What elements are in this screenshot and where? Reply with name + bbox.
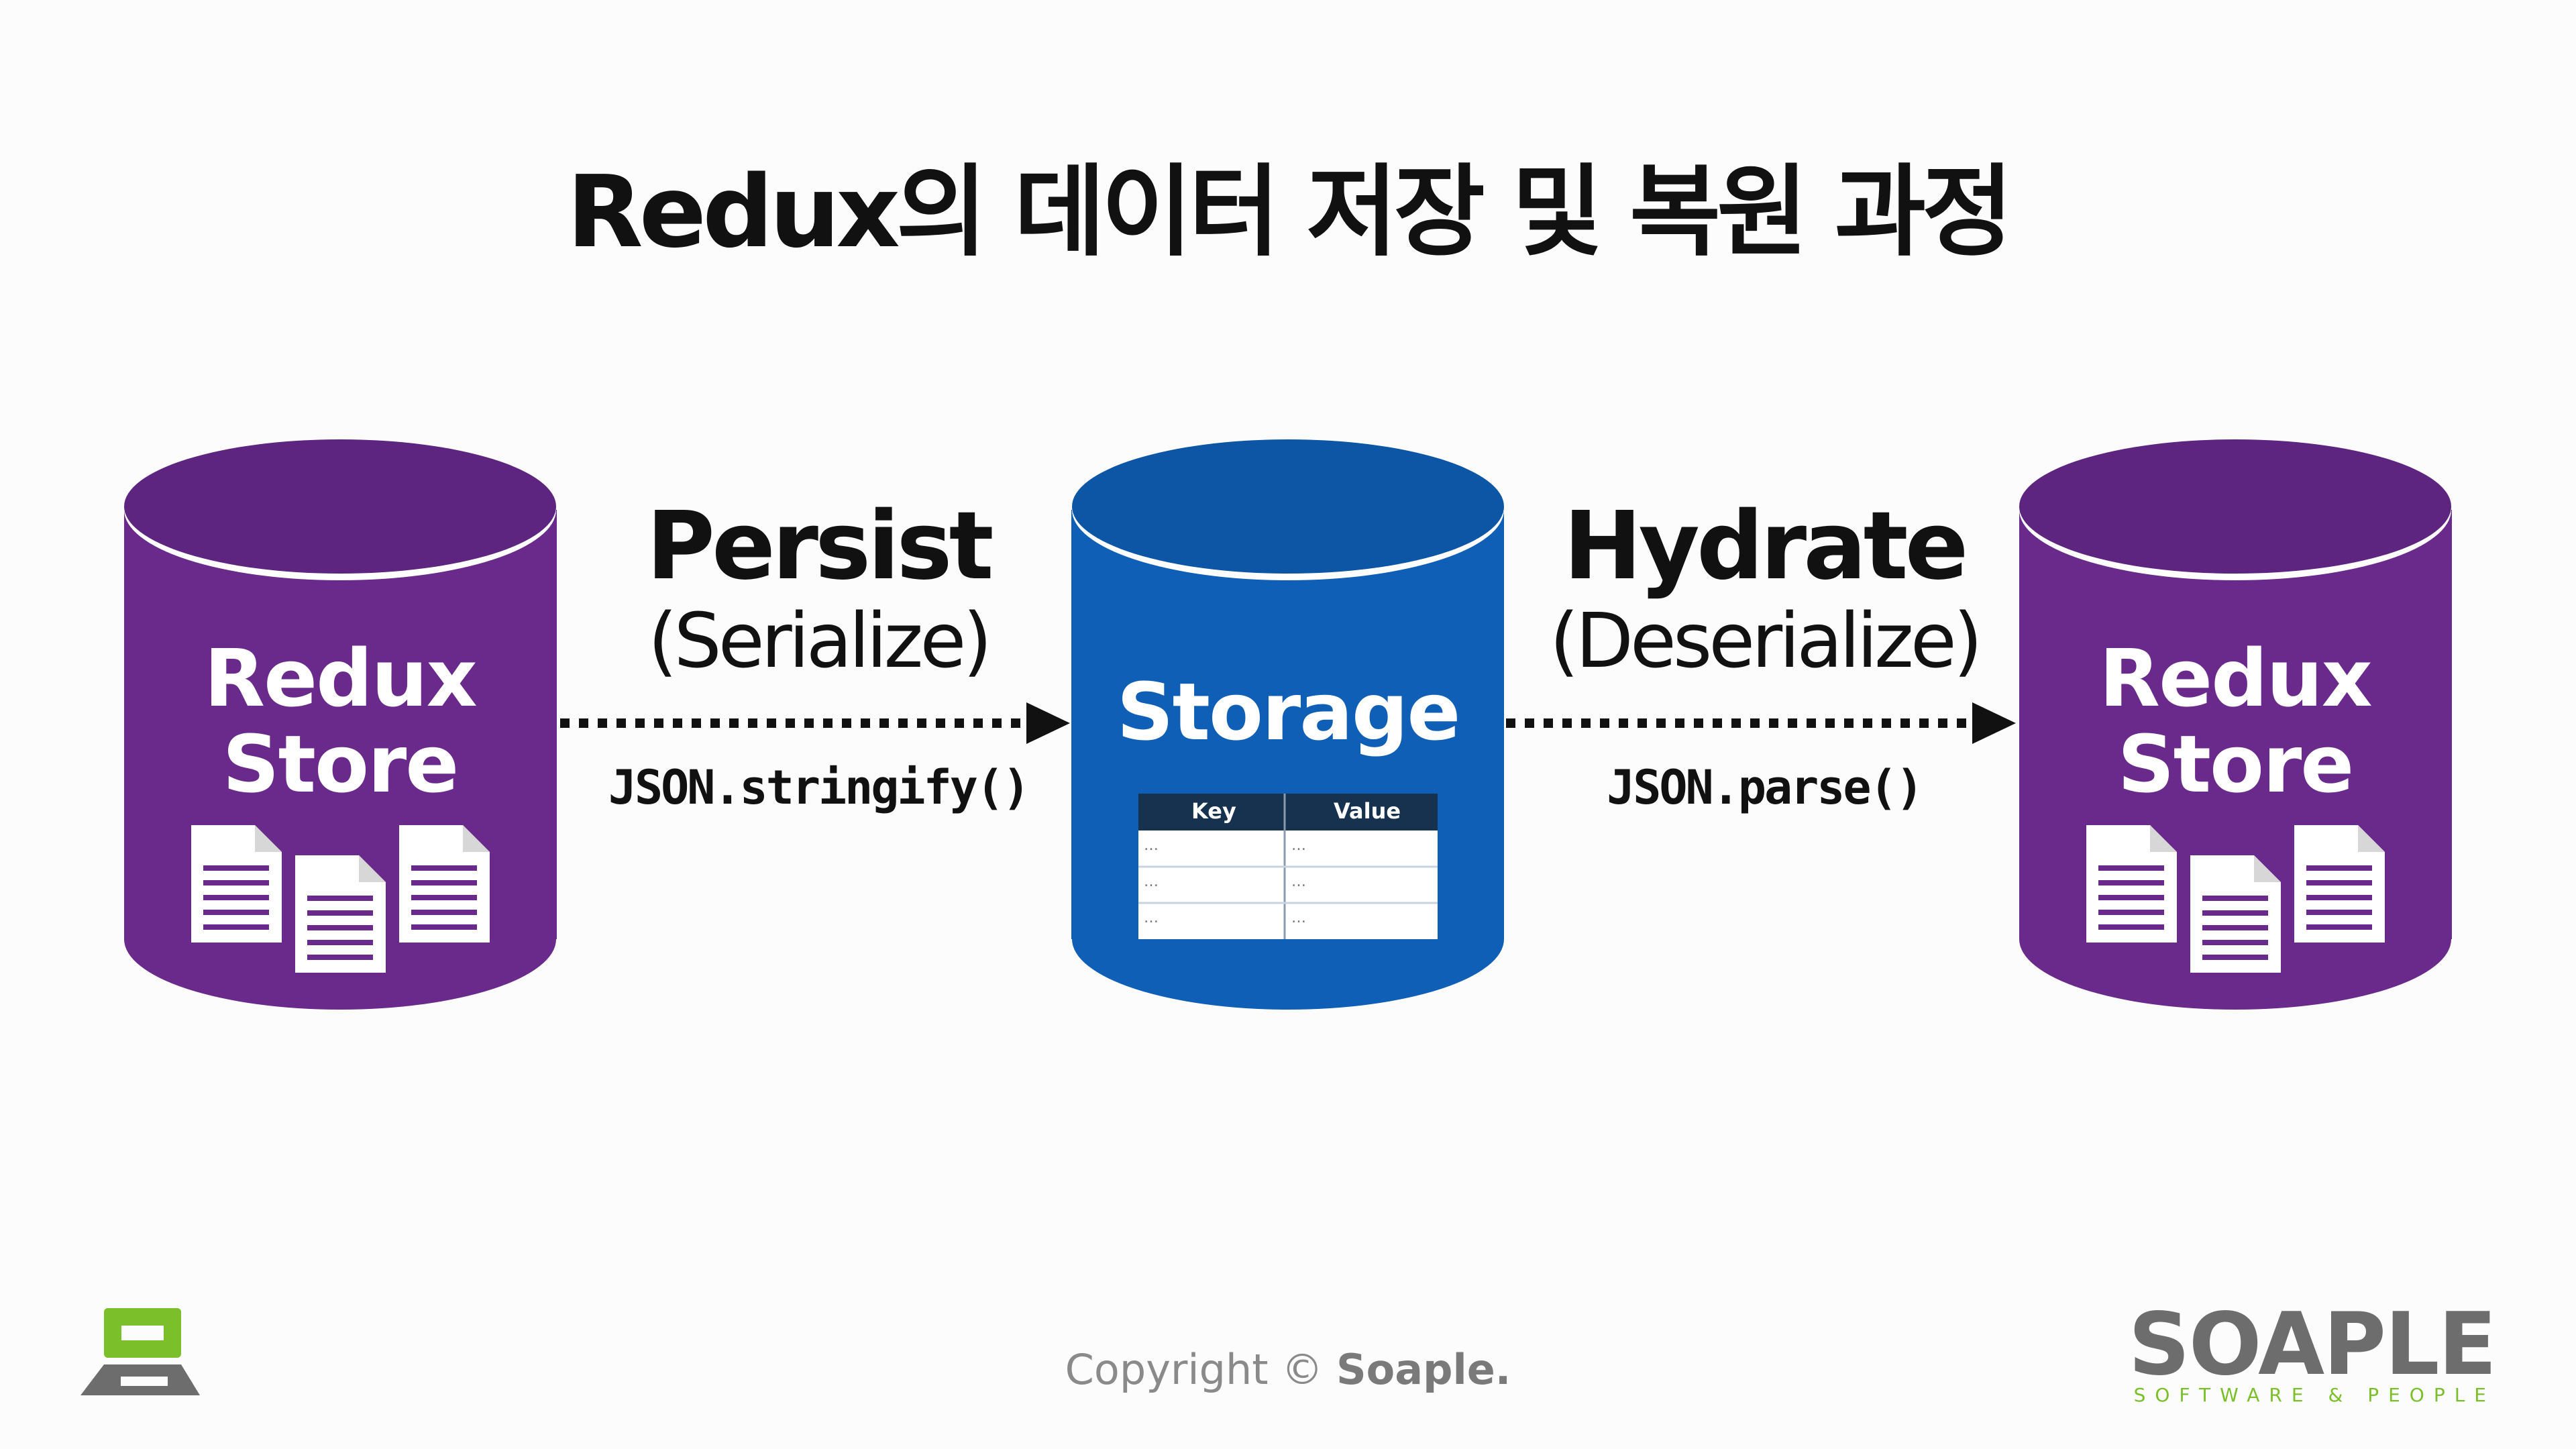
copyright-prefix: Copyright © [1065,1345,1337,1394]
left-store-label: Redux Store [125,635,555,807]
table-header-key: Key [1191,798,1236,824]
document-icon [2086,825,2177,943]
document-icon [399,825,490,943]
soaple-logo-tagline: SOFTWARE & PEOPLE [2133,1384,2496,1406]
copyright: Copyright © Soaple. [0,1345,2576,1394]
table-cell: … [1144,910,1159,926]
right-store-label: Redux Store [2021,635,2450,807]
document-icon [191,825,282,943]
persist-title: Persist [646,492,994,601]
persist-arrow [560,702,1070,744]
persist-function: JSON.stringify() [608,760,1030,815]
right-store-label-line1: Redux [2099,632,2372,724]
soaple-logo: SOAPLE SOFTWARE & PEOPLE [2128,1295,2497,1407]
document-icon [2294,825,2385,943]
storage-label: Storage [1116,665,1461,758]
persist-heading: Persist (Serialize) [604,496,1033,686]
hydrate-subtitle: (Deserialize) [1550,598,1983,685]
table-cell: … [1291,873,1306,890]
table-cell: … [1144,837,1159,854]
slide-title: Redux의 데이터 저장 및 복원 과정 [566,154,2014,270]
right-store-label-line2: Store [2117,718,2355,810]
hydrate-heading: Hydrate (Deserialize) [1550,492,1983,686]
left-documents [191,825,490,973]
table-cell: … [1291,837,1306,854]
left-store-label-line1: Redux [204,632,477,724]
storage-table [1138,794,1438,939]
table-cell: … [1291,910,1306,926]
copyright-brand: Soaple. [1336,1345,1511,1394]
hydrate-arrow [1506,702,2016,744]
document-icon [295,855,386,973]
left-store-label-line2: Store [222,718,460,810]
right-documents [2086,825,2385,973]
table-cell: … [1144,873,1159,890]
document-icon [2190,855,2281,973]
table-header-value: Value [1334,798,1401,824]
hydrate-title: Hydrate [1563,492,1968,601]
persist-subtitle: (Serialize) [647,598,992,685]
soaple-logo-word: SOAPLE [2128,1295,2497,1395]
app-logo-icon [80,1308,200,1395]
hydrate-function: JSON.parse() [1607,760,1924,815]
